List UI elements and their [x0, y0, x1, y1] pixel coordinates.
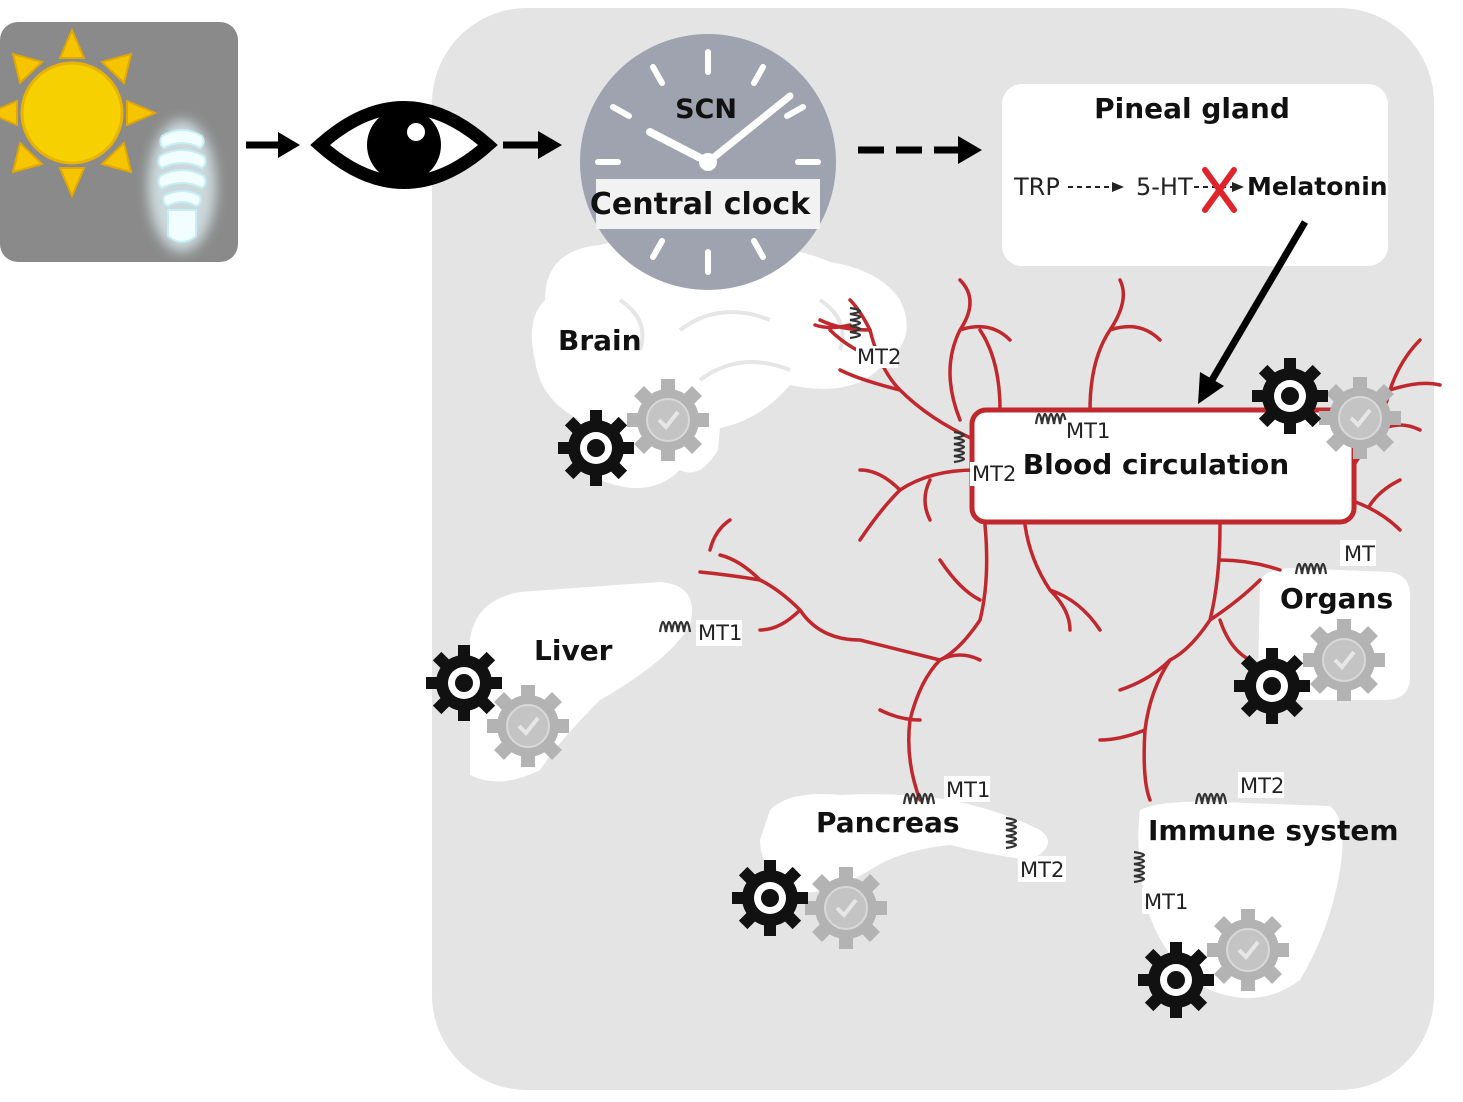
light-bulb-icon: [148, 120, 216, 252]
blood-circulation-box: Blood circulation: [969, 407, 1357, 525]
arrow-melatonin-to-blood: [1198, 220, 1309, 404]
peripheral-clock-icon: [485, 683, 571, 769]
immune-system-label: Immune system: [1148, 814, 1399, 847]
receptor-label: MT: [1344, 542, 1375, 566]
pancreas-shape: [760, 794, 1048, 893]
gear-icon: [426, 645, 502, 721]
pineal-gland-box: Pineal gland TRP 5-HT Melatonin: [1002, 84, 1388, 266]
dashed-arrow-clock-to-pineal: [858, 136, 982, 164]
brain-label: Brain: [558, 324, 642, 357]
receptor-organs-mt: MT: [1294, 540, 1376, 576]
receptor-immune-mt2: MT2: [1194, 772, 1284, 806]
gear-icon: [1234, 648, 1310, 724]
receptor-label: MT2: [972, 462, 1016, 486]
arrow-eye-to-clock: [503, 131, 562, 159]
organs-label: Organs: [1280, 582, 1393, 615]
receptor-immune-mt1: MT1: [1132, 850, 1188, 914]
scn-label: SCN: [675, 94, 737, 125]
immune-shape: [1138, 801, 1343, 998]
receptor-pancreas-mt2: MT2: [1004, 816, 1066, 882]
pancreas-label: Pancreas: [816, 806, 960, 839]
trp-label: TRP: [1013, 173, 1060, 201]
peripheral-clock-icon: [803, 865, 889, 951]
peripheral-clock-icon: [1317, 375, 1403, 461]
blocked-cross-icon: [1202, 167, 1237, 213]
central-clock: SCN Central clock: [580, 34, 836, 290]
receptor-label: MT2: [1020, 858, 1064, 882]
receptor-label: MT2: [1240, 774, 1284, 798]
brain-folds: [618, 298, 845, 382]
gear-icon: [732, 860, 808, 936]
blood-circulation-label: Blood circulation: [1023, 448, 1289, 481]
receptor-label: MT2: [857, 345, 901, 369]
gear-icon: [1252, 358, 1328, 434]
receptor-label: MT1: [1066, 419, 1110, 443]
receptor-pancreas-mt1: MT1: [902, 776, 990, 806]
receptor-blood-mt1: MT1: [1034, 412, 1110, 443]
receptor-liver-mt1: MT1: [658, 620, 742, 646]
melatonin-label: Melatonin: [1247, 172, 1388, 201]
receptor-label: MT1: [1144, 890, 1188, 914]
5ht-label: 5-HT: [1136, 173, 1193, 201]
sun-icon: [0, 27, 158, 199]
peripheral-clock-icon: [1205, 907, 1291, 993]
liver-label: Liver: [534, 634, 613, 667]
blood-vessels: [698, 278, 1442, 802]
eye-icon: [310, 101, 498, 189]
receptor-label: MT1: [946, 778, 990, 802]
central-clock-label-box: [596, 179, 820, 229]
arrow-light-to-eye: [246, 132, 300, 158]
central-clock-label: Central clock: [590, 187, 811, 222]
receptor-label: MT1: [698, 621, 742, 645]
receptor-blood-mt2: MT2: [952, 430, 1016, 486]
gear-icon: [1138, 942, 1214, 1018]
peripheral-clock-icon: [1301, 617, 1387, 703]
peripheral-clock-icon: [625, 377, 711, 463]
gear-icon: [558, 410, 634, 486]
pineal-title: Pineal gland: [1094, 92, 1290, 125]
light-source-box: [0, 22, 238, 262]
receptor-brain-mt2: MT2: [848, 306, 901, 369]
